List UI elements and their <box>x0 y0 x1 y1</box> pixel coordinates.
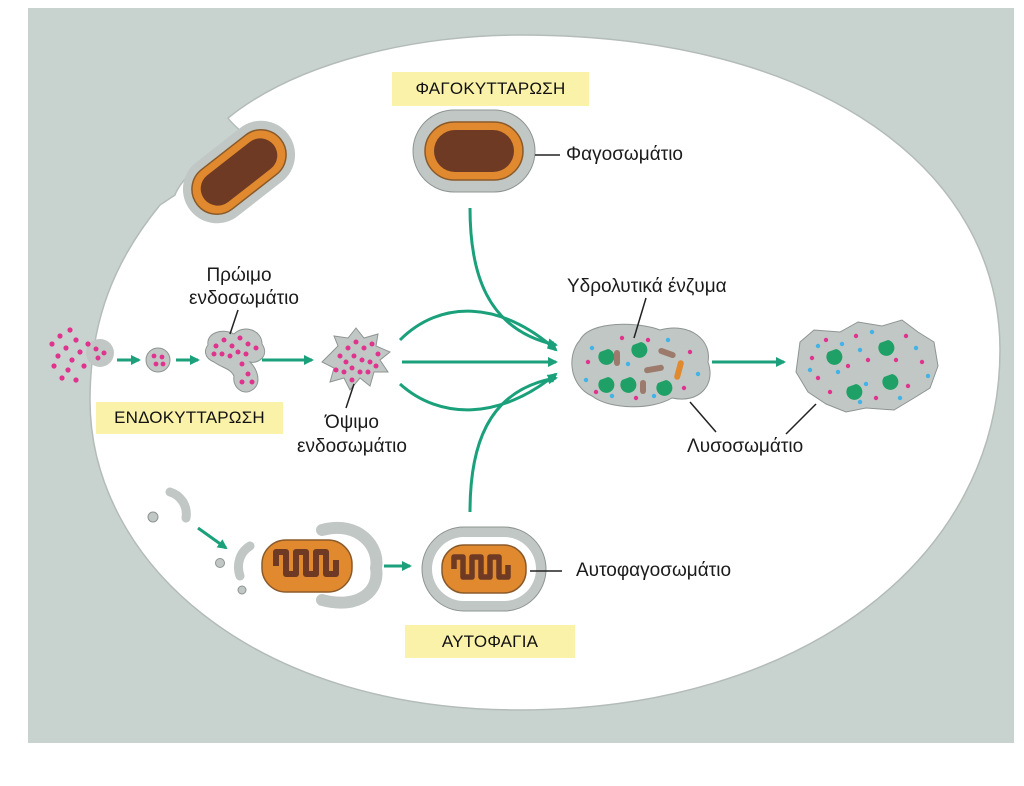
arrow-autophagosome-to-lysosome <box>468 374 558 513</box>
hydrolytic-enzymes-pointer <box>633 297 647 339</box>
lysosome-pointer-left <box>689 401 717 433</box>
engulfing-bacterium <box>182 120 296 224</box>
mitochondrion-engulfing <box>261 522 383 609</box>
lysosome-with-cargo <box>571 323 711 408</box>
mature-lysosome <box>795 319 939 413</box>
phagosome <box>412 109 536 193</box>
extracellular-particles <box>49 327 91 383</box>
endocytic-invagination <box>86 339 114 367</box>
late-endosome <box>321 327 391 391</box>
early-endosome-label-line1: Πρώιμο <box>206 265 272 286</box>
phagosome-label: Φαγοσωμάτιο <box>566 144 683 165</box>
endocytosis-label: ΕΝΔΟΚΥΤΤΑΡΩΣΗ <box>96 402 283 434</box>
arrow-autophagy-1 <box>197 526 228 550</box>
hydrolytic-enzymes-label: Υδρολυτικά ένζυμα <box>567 276 727 297</box>
late-endosome-label-line1: Όψιμο <box>325 412 379 433</box>
early-endosome-pointer <box>229 309 239 335</box>
lysosome-label: Λυσοσωμάτιο <box>687 436 804 457</box>
late-endosome-pointer <box>345 383 355 409</box>
endocytic-vesicle <box>145 347 171 373</box>
autophagosome-label: Αυτοφαγοσωμάτιο <box>576 560 732 581</box>
early-endosome-label-line2: ενδοσωμάτιο <box>189 288 299 309</box>
arrow-endosome-lower <box>398 372 558 412</box>
arrow-endosome-upper <box>398 309 558 352</box>
early-endosome <box>205 328 266 393</box>
membrane-fragments <box>147 487 255 595</box>
phagocytosis-label: ΦΑΓΟΚΥΤΤΑΡΩΣΗ <box>392 72 589 106</box>
autophagy-label: ΑΥΤΟΦΑΓΙΑ <box>405 625 575 658</box>
autophagosome <box>421 526 547 612</box>
arrow-phagosome-to-lysosome <box>468 207 558 349</box>
late-endosome-label-line2: ενδοσωμάτιο <box>297 436 407 457</box>
lysosome-pointer-right <box>785 403 817 435</box>
